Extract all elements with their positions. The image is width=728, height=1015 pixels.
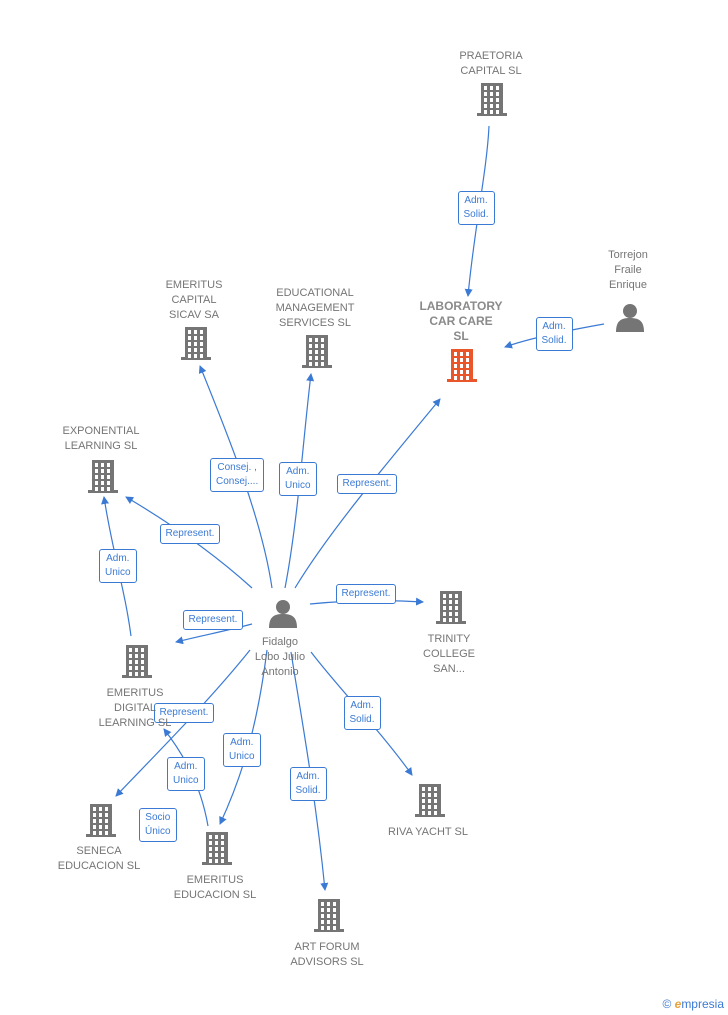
node-label-seneca[interactable]: SENECA EDUCACION SL (57, 845, 141, 872)
edge-label: Adm. Solid. (343, 696, 381, 730)
copyright-symbol: © (662, 997, 672, 1011)
node-label-laboratory[interactable]: LABORATORY CAR CARE SL (419, 299, 503, 343)
edge-label: Adm. Unico (223, 733, 261, 767)
edge-label: Adm. Unico (99, 549, 137, 583)
node-label-exponential[interactable]: EXPONENTIAL LEARNING SL (62, 425, 140, 452)
building-icon[interactable] (415, 784, 445, 817)
edge-label: Adm. Unico (279, 462, 317, 496)
node-label-emeritus-capital[interactable]: EMERITUS CAPITAL SICAV SA (165, 279, 223, 321)
node-label-educational[interactable]: EDUCATIONAL MANAGEMENT SERVICES SL (275, 287, 355, 329)
node-label-torrejon[interactable]: Torrejon Fraile Enrique (608, 249, 648, 291)
node-label-emeritus-digital[interactable]: EMERITUS DIGITAL LEARNING SL (98, 687, 172, 729)
edge-line (294, 398, 441, 589)
edge-label: Adm. Solid. (457, 191, 495, 225)
brand-name: mpresia (681, 997, 724, 1011)
edge-line (175, 623, 253, 645)
edge-label: Represent. (153, 703, 215, 723)
building-icon[interactable] (314, 899, 344, 932)
node-label-emeritus-educacion[interactable]: EMERITUS EDUCACION SL (173, 874, 257, 901)
building-icon[interactable] (88, 460, 118, 493)
building-icon[interactable] (122, 645, 152, 678)
edge-label: Represent. (335, 584, 397, 604)
building-icon[interactable] (436, 591, 466, 624)
edge-label: Represent. (336, 474, 398, 494)
edge-label: Represent. (182, 610, 244, 630)
node-label-praetoria[interactable]: PRAETORIA CAPITAL SL (459, 50, 523, 77)
edge-line (115, 649, 251, 797)
node-label-art-forum[interactable]: ART FORUM ADVISORS SL (290, 941, 364, 968)
building-icon[interactable] (202, 832, 232, 865)
node-label-fidalgo[interactable]: Fidalgo Lobo Julio Antonio (254, 636, 306, 678)
edge-label: Represent. (159, 524, 221, 544)
node-label-riva[interactable]: RIVA YACHT SL (388, 826, 468, 838)
brand-initial: e (674, 997, 682, 1011)
edge-label: Consej. , Consej.... (210, 458, 265, 492)
person-icon[interactable] (616, 304, 644, 332)
node-label-trinity[interactable]: TRINITY COLLEGE SAN... (423, 633, 475, 675)
brand-watermark: © empresia (662, 997, 724, 1011)
building-icon[interactable] (447, 349, 477, 382)
building-icon[interactable] (86, 804, 116, 837)
edge-label: Socio Único (139, 808, 177, 842)
edge-label: Adm. Solid. (535, 317, 573, 351)
edge-label: Adm. Solid. (289, 767, 327, 801)
edge-line (290, 651, 329, 891)
building-icon[interactable] (302, 335, 332, 368)
building-icon[interactable] (181, 327, 211, 360)
building-icon[interactable] (477, 83, 507, 116)
person-icon[interactable] (269, 600, 297, 628)
edge-label: Adm. Unico (167, 757, 205, 791)
